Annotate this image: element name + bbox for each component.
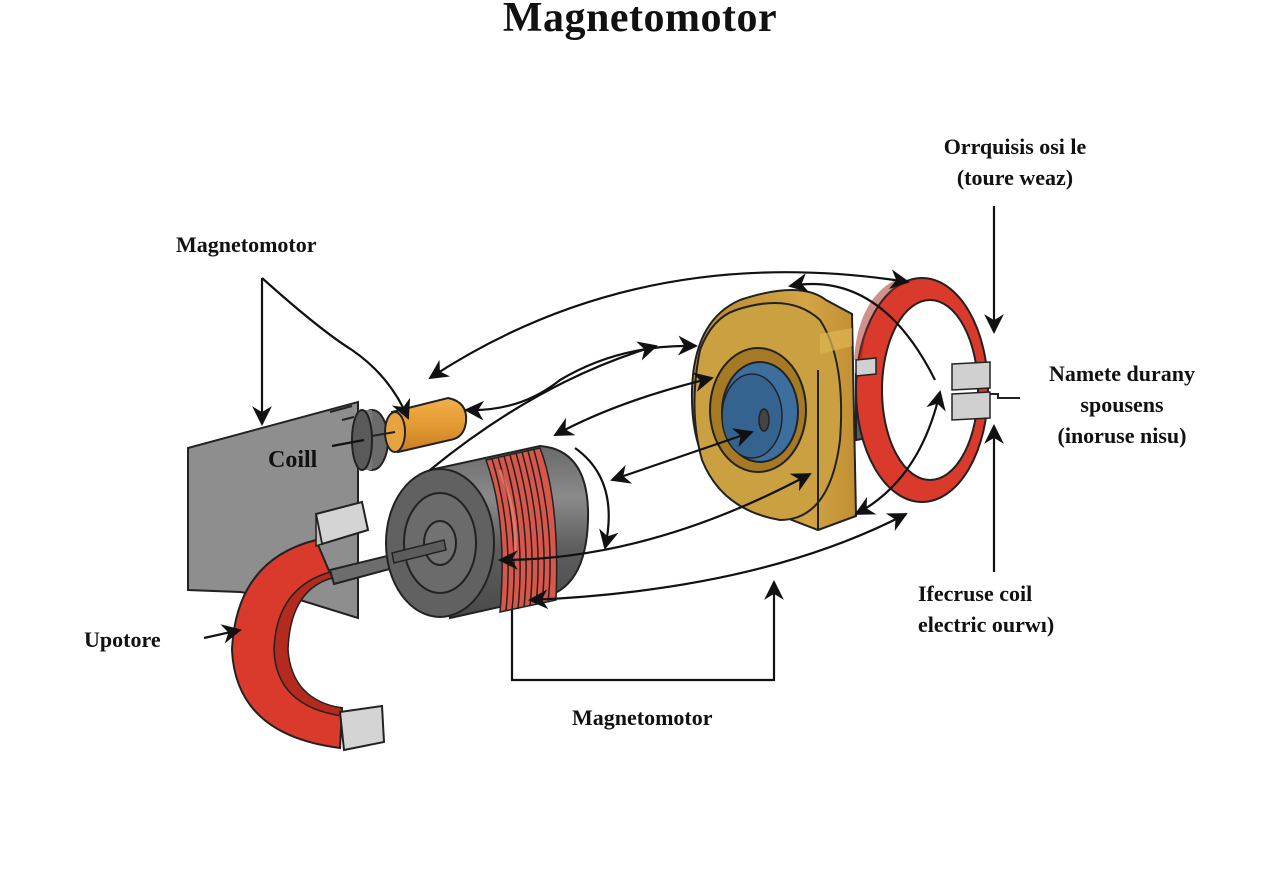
diagram-title: Magnetomotor (502, 0, 778, 41)
arrow-bottom-bracket (510, 580, 784, 682)
label-mid-right: Namete durany spousens (inoruse nisu) (1024, 358, 1220, 451)
label-mid-right-line-1: Namete durany (1048, 361, 1196, 386)
arrow-ring-to-housing (854, 390, 946, 515)
small-cylinder (371, 396, 468, 454)
arrow-cylinder-to-housing (464, 335, 698, 421)
leader-upotore (203, 624, 242, 644)
label-bottom-right-line-2: electric ourwı) (918, 612, 1055, 637)
horseshoe-magnet (230, 500, 386, 752)
ring-magnet (854, 277, 1020, 503)
arrow-spool-fan (429, 341, 658, 471)
label-magnetomotor-bottom: Magnetomotor (572, 705, 713, 730)
arrow-core-to-spool (610, 428, 754, 484)
label-mid-right-line-2: spousens (1080, 392, 1164, 417)
leader-top-left-b (261, 277, 411, 420)
label-top-right: Orrquisis osi le (toure weaz) (920, 131, 1110, 193)
label-top-right-line-2: (toure weaz) (956, 165, 1074, 190)
label-bottom-right-line-1: Ifecruse coil (918, 581, 1033, 606)
flux-arrows (203, 206, 1004, 682)
label-coil: Coill (268, 447, 318, 473)
label-mid-right-line-3: (inoruse nisu) (1057, 423, 1187, 448)
arrow-housing-arc (788, 273, 936, 381)
label-bottom-right: Ifecruse coil electric ourwı) (918, 578, 1054, 640)
arrow-bottom-return (528, 513, 908, 610)
coil-spool (385, 444, 590, 620)
label-upotore: Upotore (84, 627, 161, 652)
plate-bearing (351, 409, 389, 471)
label-top-right-line-1: Orrquisis osi le (943, 134, 1087, 159)
leader-coil (331, 438, 365, 448)
rotor-housing (690, 289, 858, 532)
label-magnetomotor-top-left: Magnetomotor (176, 232, 317, 257)
arrow-spool-to-inner (553, 372, 714, 436)
